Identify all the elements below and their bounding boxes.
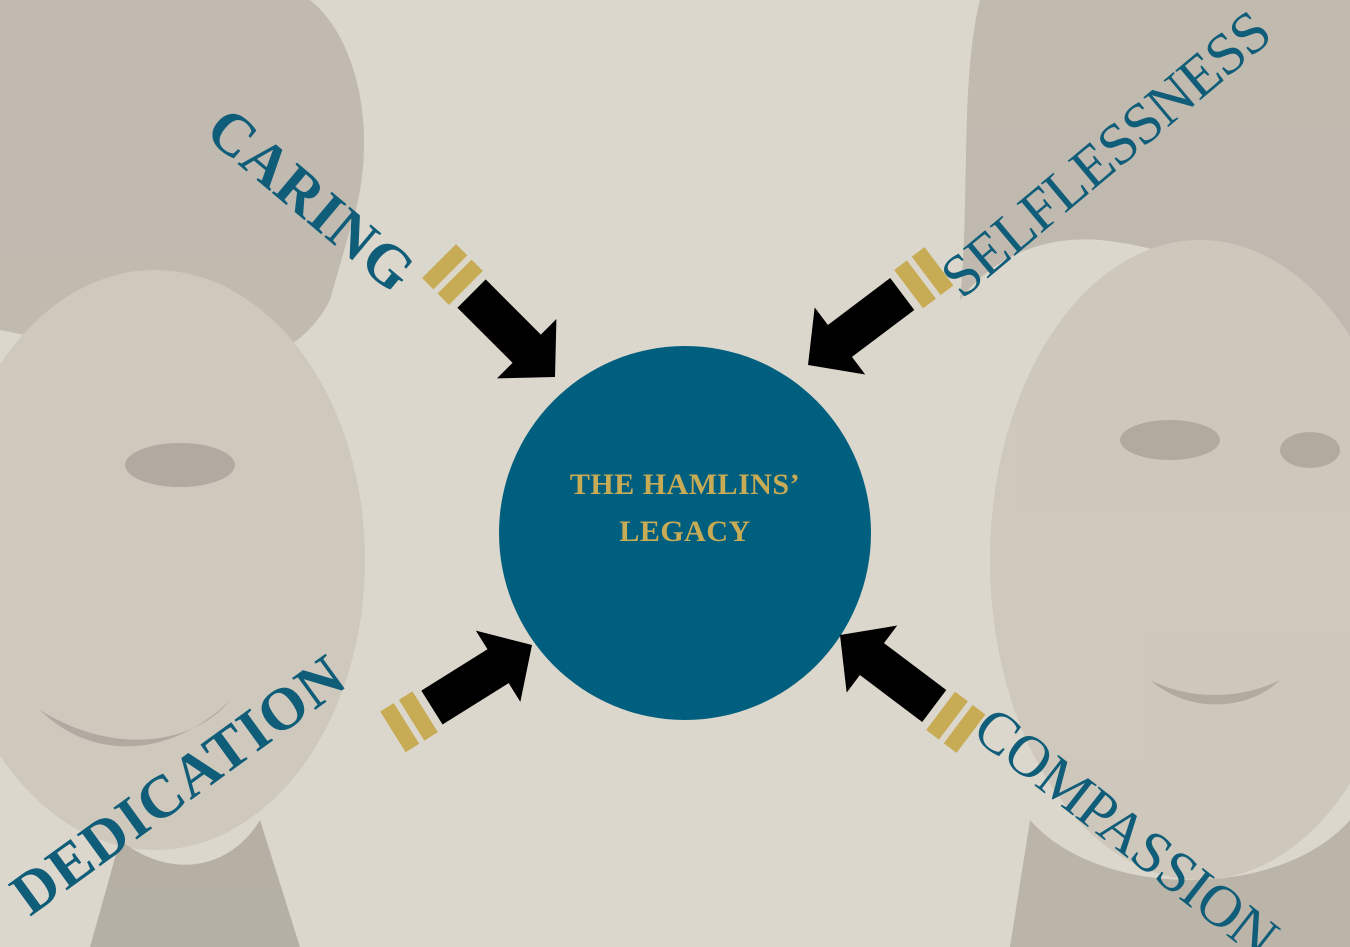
legacy-circle	[499, 346, 871, 720]
arrow-shape	[840, 625, 947, 722]
arrow-selflessness	[808, 247, 954, 375]
gold-bar	[398, 691, 438, 741]
gold-bar	[894, 260, 936, 309]
gold-bar	[422, 244, 468, 290]
gold-bar	[911, 247, 954, 296]
portrait-man	[960, 0, 1350, 947]
center-title-line1: THE HAMLINS’	[569, 468, 801, 501]
center-title-line2: LEGACY	[619, 515, 751, 548]
arrow-shape	[457, 279, 557, 379]
portrait-woman	[0, 0, 365, 947]
gold-bar	[926, 691, 968, 740]
arrow-shape	[421, 630, 532, 725]
arrow-compassion	[840, 625, 986, 753]
gold-bar	[380, 703, 420, 753]
center-title: THE HAMLINS’ LEGACY	[499, 450, 871, 548]
gold-bar	[943, 704, 986, 753]
arrow-shape	[808, 278, 915, 375]
arrow-caring	[422, 244, 557, 379]
gold-bar	[437, 259, 483, 305]
arrow-dedication	[380, 630, 532, 753]
